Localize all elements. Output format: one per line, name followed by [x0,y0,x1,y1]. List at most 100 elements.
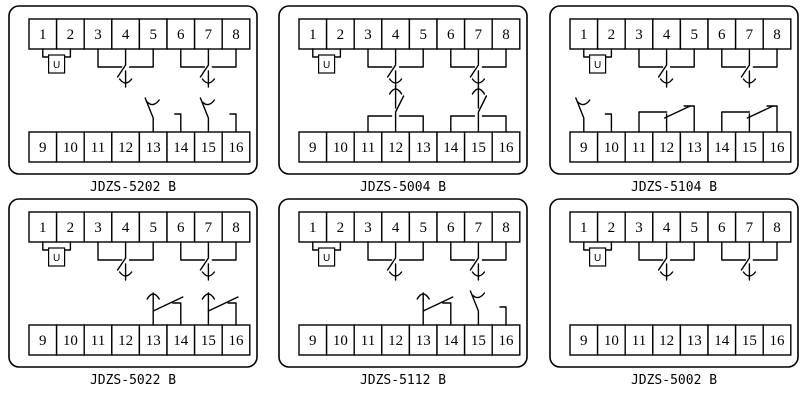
contact-spring-icon [118,78,133,84]
terminal-number: 3 [364,220,372,236]
contact-wire [398,241,424,261]
terminal-number: 9 [580,333,588,349]
terminal-number: 9 [309,140,317,156]
break-contact-fixed [442,302,452,326]
contact-blade [386,241,397,271]
terminal-number: 9 [309,333,317,349]
coil-wire [312,48,319,58]
contact-wire [211,241,237,261]
terminal-number: 12 [659,140,674,156]
terminal-number: 13 [146,333,161,349]
contact-spring-icon [201,271,216,277]
coil-wire [334,241,342,251]
terminal-cell [408,131,438,163]
coil-wire [42,48,49,58]
coil-wire [334,48,342,58]
contact-blade [116,48,127,78]
contact-wire [721,111,751,133]
break-contact-fixed [172,302,182,326]
terminal-cell [28,131,58,163]
terminal-number: 12 [118,333,133,349]
panel-frame [278,198,528,368]
terminal-cell [83,324,113,356]
terminal-number: 4 [392,27,400,43]
terminal-cell [707,18,737,50]
terminal-number: 16 [770,333,786,349]
model-caption: JDZS-5112 B [360,373,446,388]
terminal-cell [381,211,411,243]
terminal-number: 8 [232,220,240,236]
terminal-number: 4 [122,27,130,43]
terminal-cell [436,211,466,243]
terminal-number: 1 [309,220,317,236]
terminal-number: 16 [770,140,786,156]
contact-wire [180,241,206,261]
coil-wire [583,241,590,251]
coil-wire [42,241,49,251]
terminal-number: 6 [718,27,726,43]
contact-wire [721,48,747,68]
coil-icon [588,54,607,74]
terminal-cell [734,18,764,50]
terminal-number: 14 [173,333,189,349]
contact-blade [469,241,480,271]
contact-wire [367,115,393,133]
contact-wire [450,48,476,68]
coil-wire [64,48,72,58]
contact-wire [398,48,424,68]
terminal-number: 16 [229,140,245,156]
terminal-number: 10 [333,140,348,156]
contact-blade [394,95,405,133]
coil-label: U [53,60,60,71]
terminal-cell [111,18,141,50]
coil-wire [605,48,613,58]
coil-wire [583,48,590,58]
terminal-cell [624,131,654,163]
panel-frame [8,198,258,368]
terminal-cell [111,324,141,356]
terminal-number: 1 [39,220,47,236]
contact-wire [481,241,507,261]
break-contact-blade [152,296,184,326]
terminal-cell [325,211,355,243]
coil-icon [318,247,336,267]
terminal-number: 15 [471,140,486,156]
coil-label: U [53,253,60,264]
terminal-number: 4 [122,220,130,236]
contact-blade [199,48,210,78]
contact-wire [721,241,747,261]
terminal-number: 8 [773,220,781,236]
terminal-cell [55,131,85,163]
terminal-cell [707,131,737,163]
coil-icon [588,247,607,267]
terminal-number: 12 [388,140,403,156]
contact-wire [481,115,507,133]
coil-label: U [323,253,330,264]
contact-wire [752,48,778,68]
terminal-cell [111,131,141,163]
make-contact-spring-icon [146,99,160,106]
contact-fixed [683,105,695,133]
terminal-cell [569,324,599,356]
contact-wire [669,48,695,68]
contact-spring-icon [742,271,757,277]
contact-wire [638,111,668,133]
contact-blade [746,105,774,119]
terminal-cell [707,324,737,356]
terminal-number: 5 [149,27,157,43]
terminal-number: 3 [94,27,102,43]
contact-blade [657,241,668,271]
terminal-number: 1 [39,27,47,43]
contact-blade [663,105,691,119]
coil-icon [47,247,66,267]
contact-spring-icon [201,78,216,84]
terminal-number: 11 [361,140,375,156]
